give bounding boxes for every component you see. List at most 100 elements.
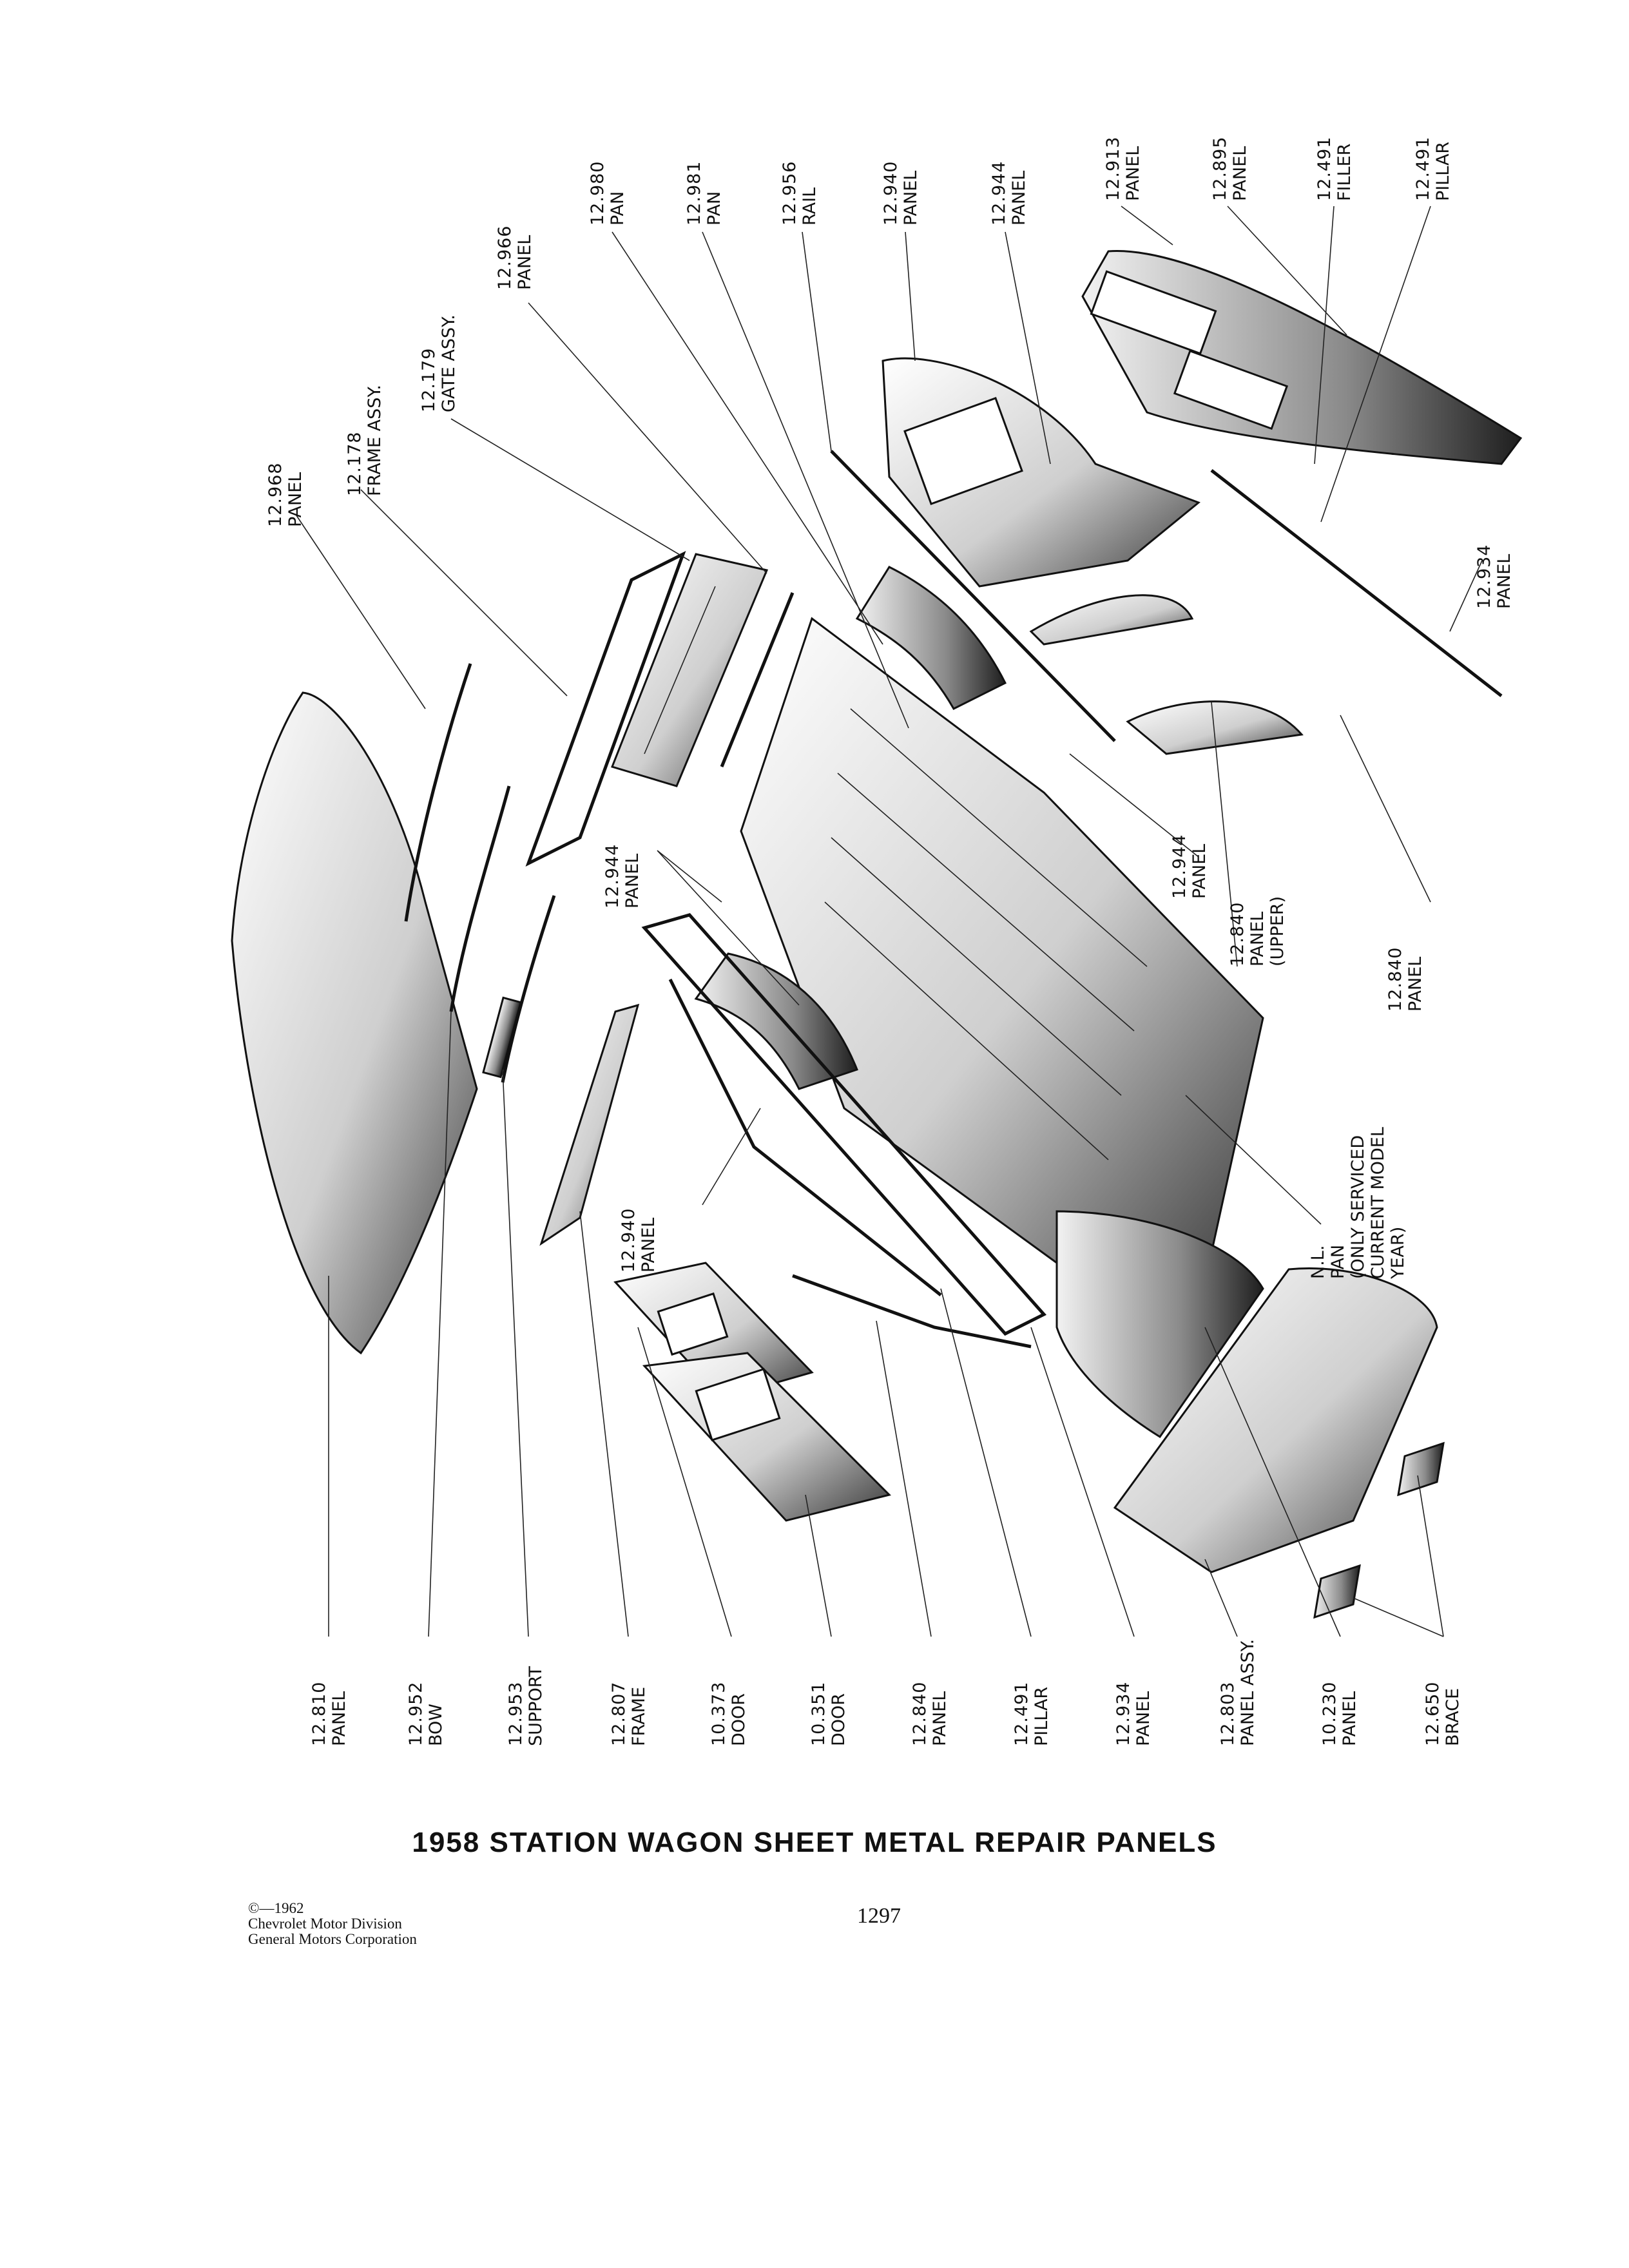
label-name: GATE ASSY. <box>439 314 459 412</box>
quarter-window <box>903 397 1023 505</box>
brace-upper <box>1397 1441 1445 1497</box>
label-number: 12.968 <box>265 462 285 527</box>
label-number: 12.956 <box>780 160 800 226</box>
label-number: 12.810 <box>309 1681 329 1746</box>
gate-strip <box>720 592 795 767</box>
rocker-lower <box>792 1274 1032 1349</box>
roof-bow-1 <box>404 663 472 922</box>
leader-12980 <box>612 231 883 645</box>
label-number: 12.940 <box>619 1207 639 1273</box>
label-name: PANEL <box>1123 146 1143 201</box>
label-name: BOW <box>426 1704 446 1746</box>
leader-12944 <box>1005 231 1051 465</box>
label-number: 12.179 <box>419 347 439 412</box>
leader-12934-right <box>1449 560 1483 632</box>
label-name: PANEL <box>1190 843 1210 899</box>
label-name: PANEL <box>1248 911 1268 966</box>
corporation-line: General Motors Corporation <box>248 1931 417 1947</box>
label-name: RAIL <box>800 187 820 226</box>
label-number: 12.840 <box>910 1681 930 1746</box>
label-number: 12.803 <box>1218 1681 1238 1746</box>
label-name: FILLER <box>1335 143 1354 201</box>
leader-12807 <box>579 1211 629 1637</box>
label-name: PANEL <box>1340 1691 1360 1746</box>
label-name: PANEL <box>515 235 535 290</box>
label-number: 12.944 <box>1170 834 1190 899</box>
label-name: PANEL <box>1230 146 1250 201</box>
label-number: 12.944 <box>989 160 1009 226</box>
leader-nlpan <box>1185 1095 1322 1225</box>
tailgate-panel <box>611 553 769 787</box>
label-name: PILLAR <box>1433 141 1453 201</box>
label-number: 12.934 <box>1113 1681 1133 1746</box>
label-number: 12.980 <box>588 160 608 226</box>
label-number: 12.807 <box>609 1681 629 1746</box>
label-name: PANEL <box>1405 956 1425 1012</box>
label-name: PANEL <box>1133 1691 1153 1746</box>
label-name: SUPPORT <box>526 1666 546 1746</box>
leader-12491f <box>1314 206 1335 465</box>
roof-support <box>482 996 522 1079</box>
brace-lower <box>1313 1564 1361 1619</box>
label-name: PILLAR <box>1032 1686 1052 1746</box>
label-number: 12.491 <box>1315 136 1335 201</box>
rear-quarter-outer <box>1081 250 1523 465</box>
label-number: 12.840 <box>1228 901 1248 966</box>
rear-quarter-window-2 <box>1173 349 1289 430</box>
label-number: 12.944 <box>602 843 622 908</box>
label-number: 12.840 <box>1385 947 1405 1012</box>
body-side-frame <box>641 913 1047 1336</box>
rear-door-window <box>695 1368 781 1441</box>
label-line4: CURRENT MODEL <box>1368 1127 1388 1279</box>
label-line5: YEAR) <box>1388 1226 1408 1279</box>
label-number: 12.491 <box>1413 136 1433 201</box>
label-number: 10.351 <box>809 1681 829 1746</box>
leader-12934b <box>1030 1327 1135 1637</box>
label-number: 12.650 <box>1423 1681 1443 1746</box>
label-name: DOOR <box>729 1693 749 1746</box>
label-number: 10.373 <box>709 1681 729 1746</box>
leader-12178 <box>360 489 568 697</box>
leader-12179 <box>450 418 690 561</box>
leader-10230 <box>1204 1327 1341 1637</box>
leader-12803 <box>1204 1559 1238 1637</box>
label-name: PANEL <box>639 1217 659 1273</box>
label-number: 12.491 <box>1012 1681 1032 1746</box>
tailgate-frame <box>525 550 686 867</box>
label-number: 12.940 <box>881 160 901 226</box>
leader-12895 <box>1227 206 1347 336</box>
page-title: 1958 STATION WAGON SHEET METAL REPAIR PA… <box>412 1827 1217 1858</box>
copyright-block: ©—1962 Chevrolet Motor Division General … <box>248 1901 417 1947</box>
label-name: FRAME ASSY. <box>365 385 385 496</box>
leader-12840-upper <box>1211 702 1238 967</box>
page-number: 1297 <box>857 1904 901 1928</box>
label-number: 12.952 <box>406 1681 426 1746</box>
label-extra: (UPPER) <box>1268 896 1287 966</box>
label-line3: (ONLY SERVICED <box>1348 1135 1368 1279</box>
leader-12968 <box>296 515 426 709</box>
publisher-line: Chevrolet Motor Division <box>248 1916 402 1932</box>
panel-12840-upper <box>1029 594 1194 646</box>
label-name: PANEL <box>329 1691 349 1746</box>
label-name: PAN <box>608 191 628 226</box>
